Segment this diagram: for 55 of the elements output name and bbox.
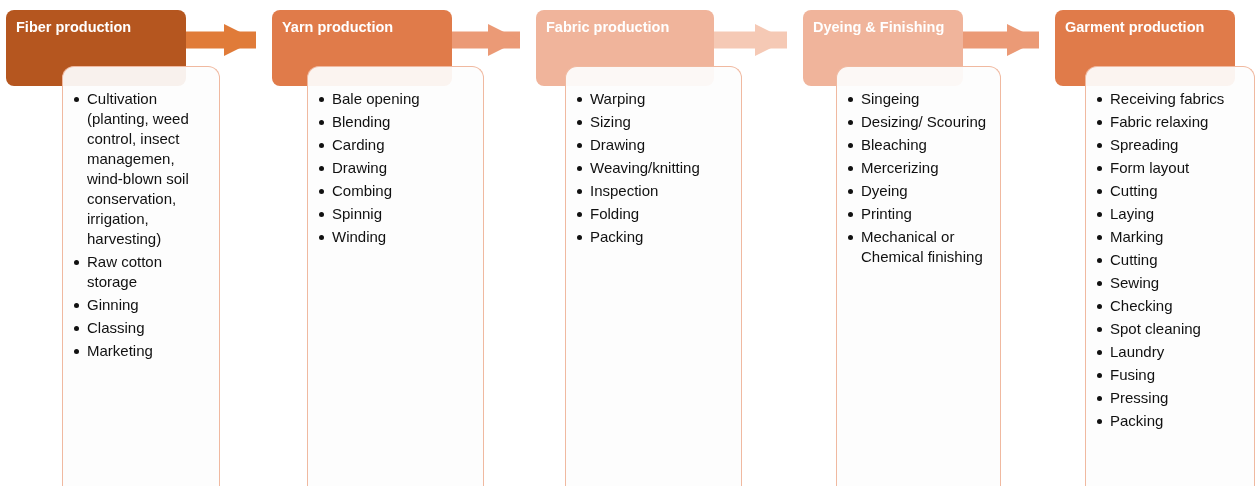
step-list-card [836, 66, 1001, 486]
list-item: Fusing [1094, 365, 1248, 385]
list-item: Carding [316, 135, 477, 155]
list-item: Cutting [1094, 250, 1248, 270]
stage-title: Yarn production [282, 18, 395, 37]
list-item: Checking [1094, 296, 1248, 316]
list-item: Ginning [71, 295, 213, 315]
list-item: Spinnig [316, 204, 477, 224]
list-item: Drawing [574, 135, 735, 155]
list-item: Desizing/ Scouring [845, 112, 994, 132]
list-item: Mercerizing [845, 158, 994, 178]
list-item: Classing [71, 318, 213, 338]
list-item: Laundry [1094, 342, 1248, 362]
list-item: Bale opening [316, 89, 477, 109]
list-item: Spreading [1094, 135, 1248, 155]
list-item: Marketing [71, 341, 213, 361]
list-item: Sewing [1094, 273, 1248, 293]
arrow [186, 23, 256, 57]
list-item: Drawing [316, 158, 477, 178]
list-item: Sizing [574, 112, 735, 132]
list-item: Packing [574, 227, 735, 247]
list-item: Laying [1094, 204, 1248, 224]
step-list-card [1085, 66, 1255, 486]
list-item: Winding [316, 227, 477, 247]
list-item: Dyeing [845, 181, 994, 201]
stage-title: Dyeing & Finishing [813, 18, 946, 37]
list-item: Bleaching [845, 135, 994, 155]
step-list-card [565, 66, 742, 486]
list-item: Blending [316, 112, 477, 132]
list-item: Cultivation (planting, weed control, insect managemen, wind-blown soil conservation, irrigation, harvesting) [71, 89, 213, 249]
list-item: Singeing [845, 89, 994, 109]
list-item: Spot cleaning [1094, 319, 1248, 339]
list-item: Weaving/knitting [574, 158, 735, 178]
stage-title: Fiber production [16, 18, 133, 37]
step-list-card [307, 66, 484, 486]
arrow [963, 23, 1039, 57]
list-item: Cutting [1094, 181, 1248, 201]
list-item: Warping [574, 89, 735, 109]
list-item: Marking [1094, 227, 1248, 247]
list-item: Combing [316, 181, 477, 201]
list-item: Inspection [574, 181, 735, 201]
list-item: Pressing [1094, 388, 1248, 408]
list-item: Fabric relaxing [1094, 112, 1248, 132]
list-item: Mechanical or Chemical finishing [845, 227, 994, 267]
list-item: Packing [1094, 411, 1248, 431]
stage-title: Garment production [1065, 18, 1206, 37]
list-item: Receiving fabrics [1094, 89, 1248, 109]
arrow [452, 23, 520, 57]
step-list-card [62, 66, 220, 486]
list-item: Form layout [1094, 158, 1248, 178]
list-item: Printing [845, 204, 994, 224]
list-item: Raw cotton storage [71, 252, 213, 292]
stage-title: Fabric production [546, 18, 671, 37]
arrow [714, 23, 787, 57]
list-item: Folding [574, 204, 735, 224]
